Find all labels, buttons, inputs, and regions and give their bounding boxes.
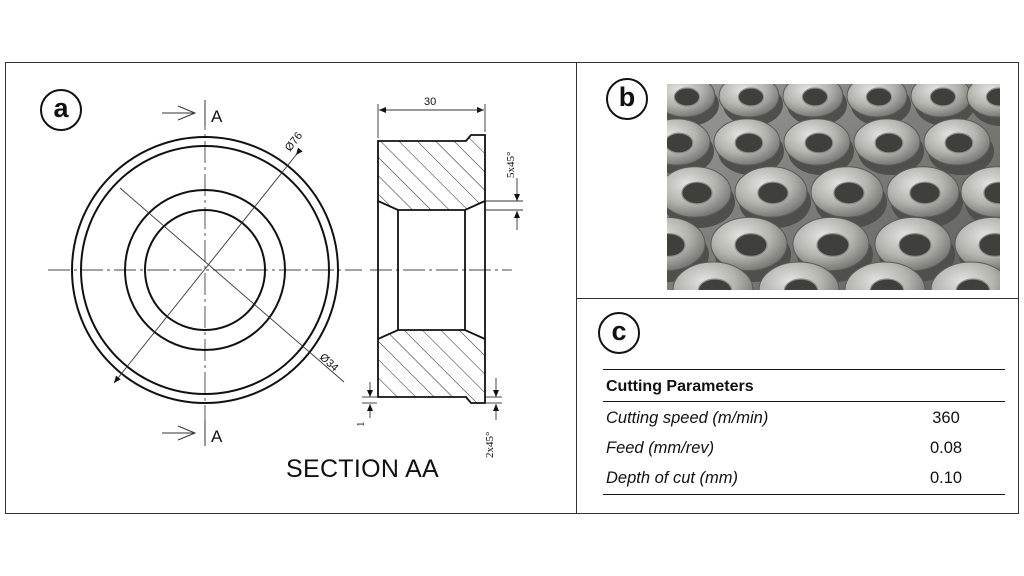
dimension-width: [377, 104, 486, 138]
section-marker-bottom: [162, 420, 206, 446]
section-marker-top-text: A: [211, 107, 223, 126]
center-lines: [48, 108, 512, 432]
section-title: SECTION AA: [286, 455, 440, 483]
dimension-chamfer-top-text: 5x45°: [505, 152, 517, 178]
panel-label-b: b: [606, 78, 648, 120]
ring-face: [672, 261, 754, 290]
ring-bore: [833, 181, 865, 205]
row-value: 0.08: [929, 439, 963, 457]
diameter-leaders: [113, 147, 345, 384]
dimension-chamfer-top: [486, 178, 523, 230]
ring-bore: [985, 87, 1000, 107]
ring-bore: [983, 181, 1000, 205]
table-row: Cutting speed (m/min) 360: [603, 405, 1005, 435]
ring-face: [758, 261, 840, 290]
ring-bore: [898, 233, 932, 258]
panel-label-c: c: [598, 312, 640, 354]
ring-bore: [865, 87, 893, 107]
table-row: Feed (mm/rev) 0.08: [603, 435, 1005, 465]
table-rule-bottom: [603, 494, 1005, 495]
section-marker-top: [162, 100, 206, 126]
ring-bore: [673, 87, 701, 107]
panel-label-a: a: [40, 89, 82, 131]
row-label: Depth of cut (mm): [606, 469, 739, 487]
ring-bore: [804, 132, 834, 154]
ring-bore: [783, 278, 819, 290]
ring-face: [844, 261, 926, 290]
ring-bore: [757, 181, 789, 205]
parts-photo: [667, 84, 1000, 290]
panel-divider-vertical: [576, 62, 577, 514]
ring-bore: [734, 233, 768, 258]
dimension-outer-text: Ø76: [283, 130, 305, 154]
ring-bore: [929, 87, 957, 107]
table-row: Depth of cut (mm) 0.10: [603, 465, 1005, 495]
dimension-inner-text: Ø34: [317, 351, 340, 374]
ring-bore: [801, 87, 829, 107]
ring-bore: [697, 278, 733, 290]
panel-divider-horizontal: [576, 298, 1019, 299]
ring-bore: [816, 233, 850, 258]
table-rule-top: [603, 369, 1005, 370]
ring-bore: [734, 132, 764, 154]
figure-frame: [5, 62, 1019, 514]
photo-rings: [667, 84, 1000, 290]
ring-bore: [737, 87, 765, 107]
dimension-step-text: 1: [355, 422, 367, 428]
ring-bore: [955, 278, 991, 290]
section-view: [377, 134, 486, 404]
ring-bore: [869, 278, 905, 290]
dimension-chamfer-bottom-text: 2x45°: [484, 432, 496, 458]
ring-bore: [909, 181, 941, 205]
dimension-chamfer-bottom: [486, 378, 502, 420]
ring-bore: [681, 181, 713, 205]
parts-photo-image: [667, 84, 1000, 290]
table-header: Cutting Parameters: [606, 378, 754, 395]
dimension-step: [362, 382, 377, 418]
ring-face: [667, 216, 706, 272]
ring-bore: [978, 233, 1000, 257]
ring-bore: [874, 132, 904, 154]
row-value: 0.10: [929, 469, 963, 487]
row-value: 360: [932, 409, 960, 427]
ring-bore: [944, 132, 974, 154]
table-rule-header: [603, 401, 1005, 402]
row-label: Cutting speed (m/min): [606, 409, 769, 427]
section-marker-bottom-text: A: [211, 427, 223, 446]
ring-bore: [667, 132, 694, 154]
ring-bore: [667, 233, 686, 257]
front-view: [71, 136, 339, 404]
row-label: Feed (mm/rev): [606, 439, 715, 457]
technical-drawing: A A Ø76 Ø34 30 5x45° 2x45° 1: [48, 96, 523, 458]
dimension-width-text: 30: [424, 96, 436, 108]
